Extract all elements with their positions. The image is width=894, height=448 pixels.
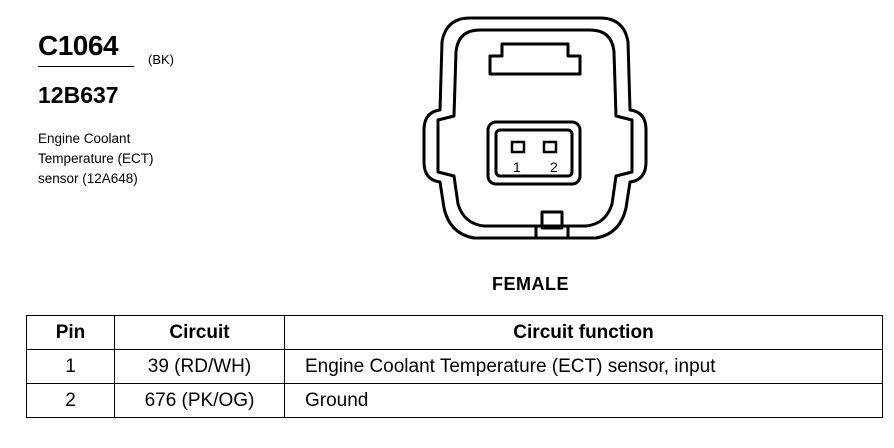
circuit-cell: 39 (RD/WH) <box>114 349 285 384</box>
top-latch <box>488 42 582 76</box>
function-cell: Ground <box>284 383 883 418</box>
header-circuit-function: Circuit function <box>284 315 883 350</box>
pin-2-terminal <box>542 140 558 154</box>
table-row: 2 676 (PK/OG) Ground <box>26 383 883 418</box>
housing-outer <box>422 16 648 240</box>
view-label: FEMALE <box>492 274 569 294</box>
table-row: 1 39 (RD/WH) Engine Coolant Temperature … <box>26 349 883 384</box>
connector-description: Engine Coolant Temperature (ECT) sensor … <box>38 131 154 186</box>
table-header-row: Pin Circuit Circuit function <box>26 315 883 350</box>
pin-cell: 1 <box>26 349 115 384</box>
pin-table: Pin Circuit Circuit function 1 39 (RD/WH… <box>26 315 883 418</box>
pin-2-label: 2 <box>550 159 558 175</box>
header-pin: Pin <box>26 315 115 350</box>
circuit-cell: 676 (PK/OG) <box>114 383 285 418</box>
header-circuit: Circuit <box>114 315 285 350</box>
housing-inner <box>436 28 634 228</box>
function-cell: Engine Coolant Temperature (ECT) sensor,… <box>284 349 883 384</box>
cavity-outer <box>486 120 582 186</box>
pin-1-label: 1 <box>513 159 521 175</box>
part-number: 12B637 <box>38 82 119 108</box>
connector-face-diagram: 1 2 <box>422 16 648 240</box>
title-rule <box>38 66 134 67</box>
connector-id: C1064 <box>38 30 119 61</box>
pin-cell: 2 <box>26 383 115 418</box>
pin-1-terminal <box>510 140 526 154</box>
cavity-inner <box>494 128 574 178</box>
bottom-key <box>540 210 564 230</box>
connector-color: (BK) <box>148 52 174 67</box>
